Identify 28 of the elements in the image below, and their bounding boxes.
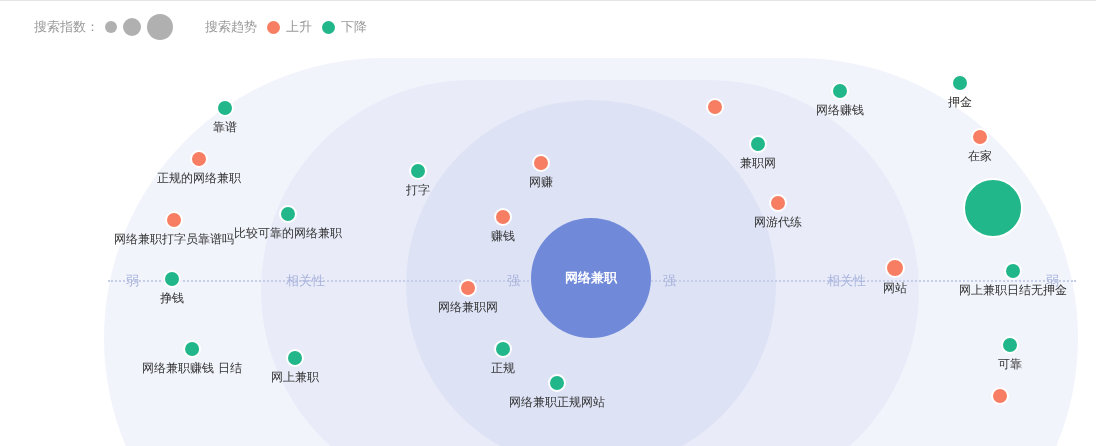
keyword-label: 网赚 [529,175,553,189]
keyword-label: 可靠 [998,357,1022,371]
relevance-label: 相关性 [284,273,326,289]
keyword-label: 靠谱 [213,120,237,134]
keyword-label: 押金 [948,95,972,109]
keyword-label: 正规的网络兼职 [157,171,241,185]
keyword-label: 挣钱 [160,291,184,305]
keyword-label: 比较可靠的网络兼职 [234,226,342,240]
keyword-label: 网络兼职赚钱 日结 [142,361,242,375]
relevance-label: 弱 [124,273,140,289]
legend-title: 搜索指数： [34,18,99,37]
keyword-label: 网游代练 [754,215,802,229]
keyword-label: 赚钱 [491,229,515,243]
keyword-label: 兼职网 [740,156,776,170]
keyword-label: 网络兼职正规网站 [509,395,605,409]
relevance-label: 相关性 [825,273,867,289]
keyword-label: 网站 [883,281,907,295]
legend-label: 下降 [341,18,367,37]
keyword-label: 正规 [491,361,515,375]
keyword-label: 网上兼职 [271,370,319,384]
legend-title: 搜索趋势 [205,18,257,37]
keyword-label: 网络兼职网 [438,300,498,314]
keyword-label: 网络兼职打字员靠谱吗 [114,232,234,246]
keyword-label: 网络赚钱 [816,103,864,117]
keyword-label: 在家 [968,149,992,163]
legend-label: 上升 [286,18,312,37]
keyword-label: 打字 [406,183,430,197]
center-keyword: 网络兼职 [565,269,617,288]
